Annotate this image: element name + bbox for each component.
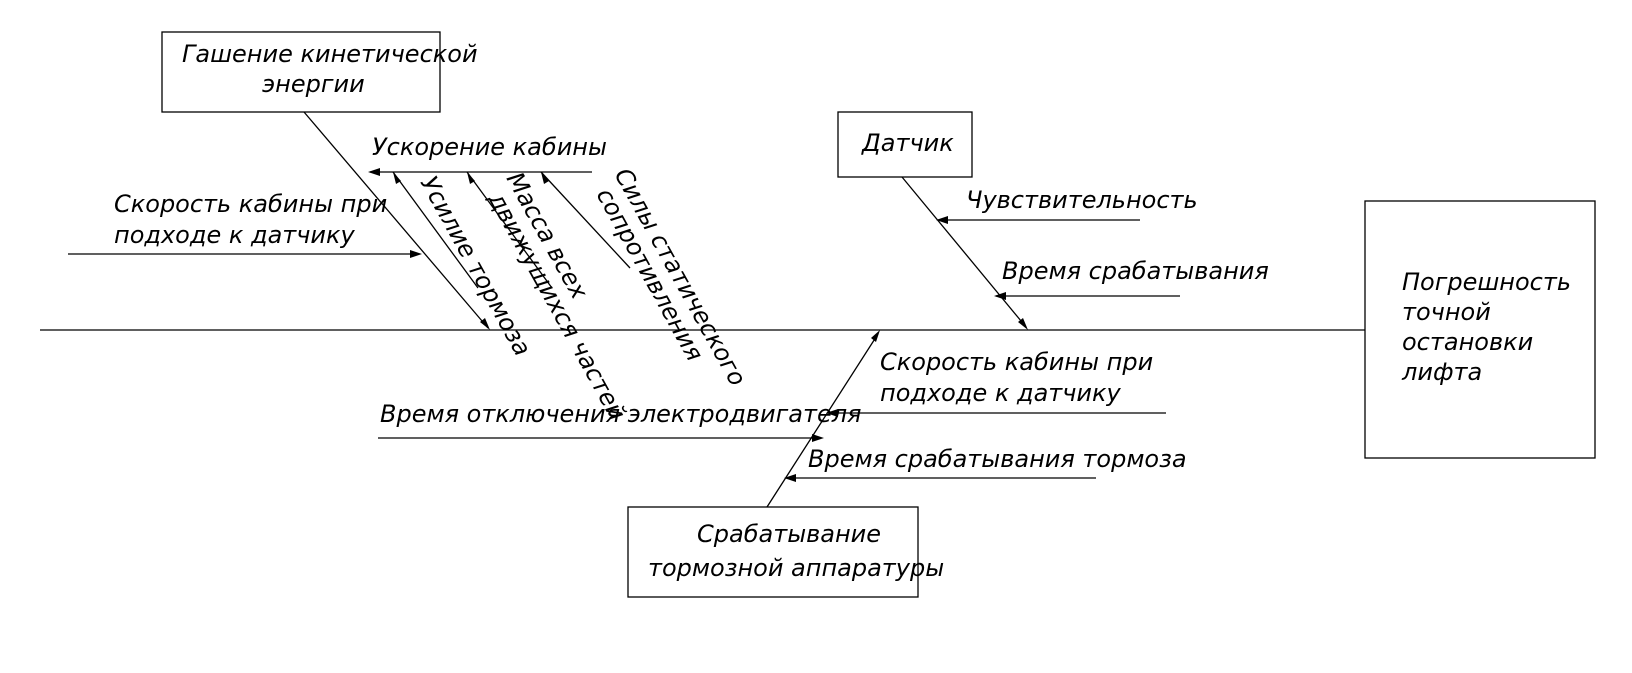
bone-sensor [901, 176, 1027, 328]
cause-sensitivity: Чувствительность [966, 186, 1198, 214]
category-sensor: Датчик [861, 129, 954, 157]
arrowhead-speed-bottom [826, 409, 838, 417]
category-box-sensor [837, 111, 973, 178]
arrowhead-brake-force [393, 172, 401, 184]
category-box-kinetic [161, 31, 441, 113]
cause-motor-off: Время отключения электродвигателя [380, 400, 862, 428]
subbranch-brake-force [392, 171, 479, 289]
arrowhead-brake-time [784, 474, 796, 482]
effect-box [1364, 200, 1596, 459]
effect-label-line1: Погрешность [1402, 268, 1571, 296]
category-kinetic-line1: Гашение кинетической [182, 40, 478, 68]
arrowhead-speed-top [410, 250, 422, 258]
cause-speed-bottom-line1: Скорость кабины при [880, 348, 1153, 376]
category-brake-line1: Срабатывание [697, 520, 881, 548]
subbranch-mass [466, 171, 553, 289]
subbranch-static-forces [540, 171, 631, 269]
arrowhead-sensitivity [936, 216, 948, 224]
arrowhead-acceleration [368, 168, 380, 176]
category-box-brake [627, 506, 919, 598]
effect-label-line3: остановки [1402, 328, 1533, 356]
arrowhead-sensor [1018, 318, 1028, 330]
cause-response-time: Время срабатывания [1002, 257, 1269, 285]
cause-speed-bottom-line2: подходе к датчику [880, 379, 1122, 407]
arrowhead-static-forces [541, 172, 549, 184]
arrowhead-kinetic [480, 318, 490, 330]
bone-kinetic [303, 111, 489, 329]
cause-acceleration: Ускорение кабины [372, 133, 607, 161]
cause-speed-top-line2: подходе к датчику [114, 221, 356, 249]
arrowhead-mass [467, 172, 475, 184]
category-kinetic-line2: энергии [262, 70, 365, 98]
effect-label-line2: точной [1402, 298, 1491, 326]
cause-speed-top-line1: Скорость кабины при [114, 190, 387, 218]
arrowhead-response-time [994, 292, 1006, 300]
category-brake-line2: тормозной аппаратуры [648, 554, 944, 582]
effect-label-line4: лифта [1401, 358, 1482, 386]
cause-brake-time: Время срабатывания тормоза [808, 445, 1187, 473]
arrowhead-motor-off [812, 434, 824, 442]
arrowhead-brake [871, 330, 880, 342]
